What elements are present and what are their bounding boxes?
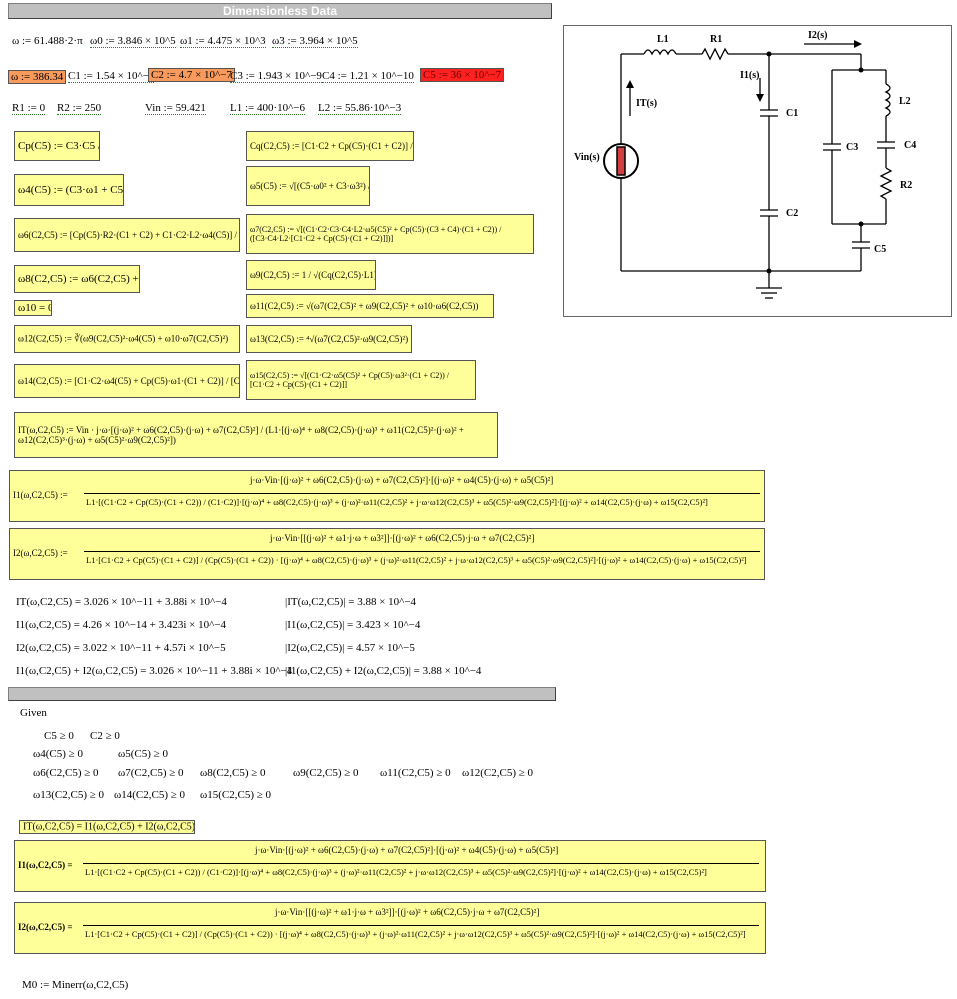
formula-omega15: ω15(C2,C5) := √[(C1·C2·ω5(C5)² + Cp(C5)·… xyxy=(246,360,476,400)
given-label: Given xyxy=(20,707,47,719)
result-sum: I1(ω,C2,C5) + I2(ω,C2,C5) = 3.026 × 10^−… xyxy=(16,665,293,677)
result-i1-abs: |I1(ω,C2,C5)| = 3.423 × 10^−4 xyxy=(285,619,421,631)
formula-i2: I2(ω,C2,C5) := j·ω·Vin·[[(j·ω)² + ω1·j·ω… xyxy=(9,528,765,580)
const-r1: R1 := 0 xyxy=(12,102,46,115)
given-omega7: ω7(C2,C5) ≥ 0 xyxy=(118,767,184,779)
result-i2-abs: |I2(ω,C2,C5)| = 4.57 × 10^−5 xyxy=(285,642,415,654)
const-c1: C1 := 1.54 × 10^−8 xyxy=(68,70,155,83)
label-l1: L1 xyxy=(657,34,669,45)
section-title: Dimensionless Data xyxy=(222,4,338,18)
given-omega12: ω12(C2,C5) ≥ 0 xyxy=(462,767,534,779)
const-omega3: ω3 := 3.964 × 10^5 xyxy=(272,35,358,48)
formula-omega12: ω12(C2,C5) := ∛(ω9(C2,C5)²·ω4(C5) + ω10·… xyxy=(14,325,240,353)
formula-omega10: ω10 = 0 xyxy=(14,300,52,316)
label-c5: C5 xyxy=(874,244,886,255)
given-omega13: ω13(C2,C5) ≥ 0 xyxy=(33,789,105,801)
formula-omega6: ω6(C2,C5) := [Cp(C5)·R2·(C1 + C2) + C1·C… xyxy=(14,218,240,252)
given-omega11: ω11(C2,C5) ≥ 0 xyxy=(380,767,451,779)
circuit-diagram: L1 R1 I2(s) I1(s) IT(s) Vin(s) C1 C2 C3 … xyxy=(563,25,952,317)
given-formula-i2: I2(ω,C2,C5) = j·ω·Vin·[[(j·ω)² + ω1·j·ω … xyxy=(14,902,766,954)
given-formula-i1: I1(ω,C2,C5) = j·ω·Vin·[(j·ω)² + ω6(C2,C5… xyxy=(14,840,766,892)
given-omega4: ω4(C5) ≥ 0 xyxy=(33,748,83,760)
formula-cp: Cp(C5) := C3·C5 / (C3 + C5) xyxy=(14,131,100,161)
formula-omega4: ω4(C5) := (C3·ω1 + C5·ω1) / (C3 + C5) xyxy=(14,174,124,206)
label-it: IT(s) xyxy=(636,98,657,109)
label-r2: R2 xyxy=(900,180,912,191)
const-c4: C4 := 1.21 × 10^−10 xyxy=(322,70,414,83)
label-c2: C2 xyxy=(786,208,798,219)
given-c2: C2 ≥ 0 xyxy=(90,730,120,742)
given-omega8: ω8(C2,C5) ≥ 0 xyxy=(200,767,266,779)
formula-omega7: ω7(C2,C5) := √[(C1·C2·C3·C4·L2·ω5(C5)² +… xyxy=(246,214,534,254)
circuit-schematic: L1 R1 I2(s) I1(s) IT(s) Vin(s) C1 C2 C3 … xyxy=(574,30,916,299)
given-omega15: ω15(C2,C5) ≥ 0 xyxy=(200,789,272,801)
const-omega1: ω1 := 4.475 × 10^3 xyxy=(180,35,266,48)
minerr-statement: M0 := Minerr(ω,C2,C5) xyxy=(22,979,129,991)
formula-i1: I1(ω,C2,C5) := j·ω·Vin·[(j·ω)² + ω6(C2,C… xyxy=(9,470,765,522)
const-c2: C2 := 4.7 × 10^−7 xyxy=(148,68,235,82)
label-c3: C3 xyxy=(846,142,858,153)
result-i2: I2(ω,C2,C5) = 3.022 × 10^−11 + 4.57i × 1… xyxy=(16,642,226,654)
given-omega9: ω9(C2,C5) ≥ 0 xyxy=(293,767,359,779)
formula-omega11: ω11(C2,C5) := √(ω7(C2,C5)² + ω9(C2,C5)² … xyxy=(246,294,494,318)
section-header-bar: Dimensionless Data xyxy=(8,3,552,19)
given-omega14: ω14(C2,C5) ≥ 0 xyxy=(114,789,186,801)
label-i2: I2(s) xyxy=(808,30,827,41)
const-l1: L1 := 400·10^−6 xyxy=(230,102,306,115)
const-omega-value: ω := 386.34 xyxy=(8,70,67,84)
formula-cq: Cq(C2,C5) := [C1·C2 + Cp(C5)·(C1 + C2)] … xyxy=(246,131,414,161)
const-l2: L2 := 55.86·10^−3 xyxy=(318,102,402,115)
const-c3: C3 := 1.943 × 10^−9 xyxy=(230,70,322,83)
label-i1: I1(s) xyxy=(740,70,759,81)
label-c1: C1 xyxy=(786,108,798,119)
const-omega0: ω0 := 3.846 × 10^5 xyxy=(90,35,176,48)
label-r1: R1 xyxy=(710,34,722,45)
result-it: IT(ω,C2,C5) = 3.026 × 10^−11 + 3.88i × 1… xyxy=(16,596,227,608)
result-i1: I1(ω,C2,C5) = 4.26 × 10^−14 + 3.423i × 1… xyxy=(16,619,227,631)
result-it-abs: |IT(ω,C2,C5)| = 3.88 × 10^−4 xyxy=(285,596,417,608)
const-r2: R2 := 250 xyxy=(57,102,102,115)
label-l2: L2 xyxy=(899,96,911,107)
given-omega6: ω6(C2,C5) ≥ 0 xyxy=(33,767,99,779)
given-omega5: ω5(C5) ≥ 0 xyxy=(118,748,168,760)
label-c4: C4 xyxy=(904,140,916,151)
const-c5: C5 := 36 × 10^−7 xyxy=(420,68,505,82)
formula-omega13: ω13(C2,C5) := ⁴√(ω7(C2,C5)²·ω9(C2,C5)²) xyxy=(246,325,412,353)
given-c5: C5 ≥ 0 xyxy=(44,730,74,742)
formula-omega5: ω5(C5) := √[(C5·ω0² + C3·ω3²) / (C3 + C5… xyxy=(246,166,370,206)
section-separator-bar xyxy=(8,687,556,701)
formula-omega8: ω8(C2,C5) := ω6(C2,C5) + R1/L1 xyxy=(14,265,140,293)
formula-omega14: ω14(C2,C5) := [C1·C2·ω4(C5) + Cp(C5)·ω1·… xyxy=(14,364,240,398)
formula-omega9: ω9(C2,C5) := 1 / √(Cq(C2,C5)·L1) xyxy=(246,260,376,290)
label-vin: Vin(s) xyxy=(574,152,600,163)
const-vin: Vin := 59.421 xyxy=(145,102,206,115)
formula-it: IT(ω,C2,C5) := Vin · j·ω·[(j·ω)² + ω6(C2… xyxy=(14,412,498,458)
result-sum-abs: |I1(ω,C2,C5) + I2(ω,C2,C5)| = 3.88 × 10^… xyxy=(285,665,482,677)
const-omega: ω := 61.488·2·π xyxy=(12,35,83,47)
constraint-it-equals-sum: IT(ω,C2,C5) = I1(ω,C2,C5) + I2(ω,C2,C5) xyxy=(19,820,195,834)
